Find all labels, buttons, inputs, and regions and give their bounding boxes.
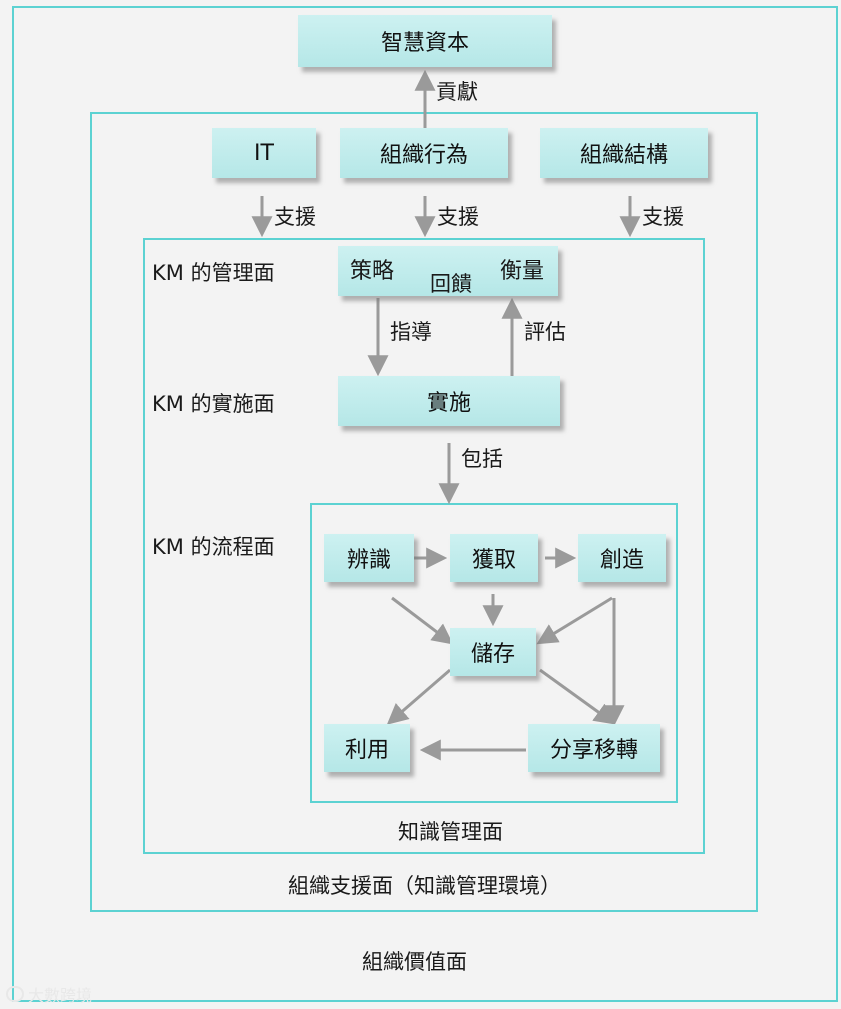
wisdom-capital-box: 智慧資本 (298, 15, 552, 67)
km-management-layer-label: KM 的管理面 (152, 261, 275, 285)
feedback-label: 回饋 (430, 272, 472, 296)
watermark: 大數跨境 (6, 982, 92, 1006)
support-structure-label: 支援 (642, 205, 684, 229)
watermark-logo-icon (6, 986, 24, 1002)
strategy-label: 策略 (350, 259, 395, 284)
measure-label: 衡量 (500, 259, 545, 284)
implement-box: 實施 (338, 376, 560, 426)
org-structure-box: 組織結構 (540, 128, 708, 178)
guide-label: 指導 (390, 320, 432, 344)
arrow-create-store (536, 596, 613, 645)
acquire-box: 獲取 (450, 534, 538, 582)
arrow-identify-store (391, 596, 454, 645)
km-management-caption: 知識管理面 (398, 820, 503, 844)
org-behavior-box: 組織行為 (340, 128, 508, 178)
km-process-layer-label: KM 的流程面 (152, 535, 275, 559)
org-support-caption: 組織支援面（知識管理環境） (288, 874, 561, 898)
arrow-store-share (539, 668, 616, 725)
km-management-frame (143, 238, 705, 854)
include-label: 包括 (461, 447, 503, 471)
watermark-text: 大數跨境 (28, 986, 93, 1005)
store-box: 儲存 (450, 628, 536, 676)
create-box: 創造 (578, 534, 666, 582)
org-value-frame (12, 6, 838, 1002)
it-box: IT (212, 128, 316, 178)
strategy-measure-box (338, 246, 558, 296)
support-behavior-label: 支援 (437, 205, 479, 229)
arrow-store-use (386, 668, 451, 725)
identify-box: 辨識 (324, 534, 414, 582)
use-box: 利用 (324, 724, 410, 772)
contribute-label: 貢獻 (436, 80, 478, 104)
evaluate-label: 評估 (524, 320, 566, 344)
km-implementation-layer-label: KM 的實施面 (152, 392, 275, 416)
km-process-frame (310, 503, 678, 803)
support-it-label: 支援 (274, 205, 316, 229)
share-box: 分享移轉 (528, 724, 660, 772)
org-value-caption: 組織價值面 (362, 950, 467, 974)
